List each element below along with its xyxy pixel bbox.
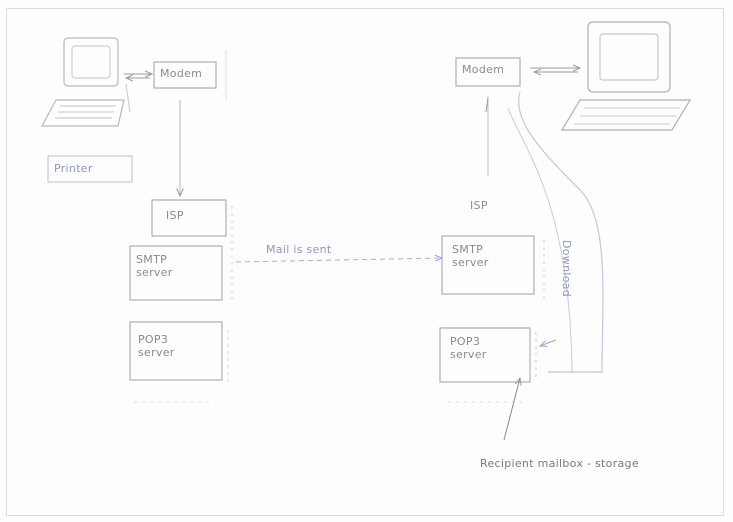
right-smtp-label: SMTP server [452, 244, 489, 269]
right-modem-label: Modem [462, 64, 504, 77]
download-label: Download [559, 240, 572, 297]
transfer-arrow [236, 258, 442, 262]
left-smtp-label: SMTP server [136, 254, 173, 279]
left-modem-label: Modem [160, 68, 202, 81]
download-path [519, 92, 603, 372]
left-pop3-label: POP3 server [138, 334, 175, 359]
left-computer-icon [42, 38, 130, 126]
right-isp-label: ISP [470, 200, 488, 213]
mailbox-pointer [504, 378, 520, 440]
left-isp-label: ISP [166, 210, 184, 223]
mailbox-label: Recipient mailbox - storage [480, 458, 639, 471]
transfer-label: Mail is sent [266, 244, 332, 257]
left-printer-label: Printer [54, 163, 93, 176]
right-computer-icon [562, 22, 690, 130]
left-isp-stack [130, 200, 232, 402]
right-pop3-label: POP3 server [450, 336, 487, 361]
